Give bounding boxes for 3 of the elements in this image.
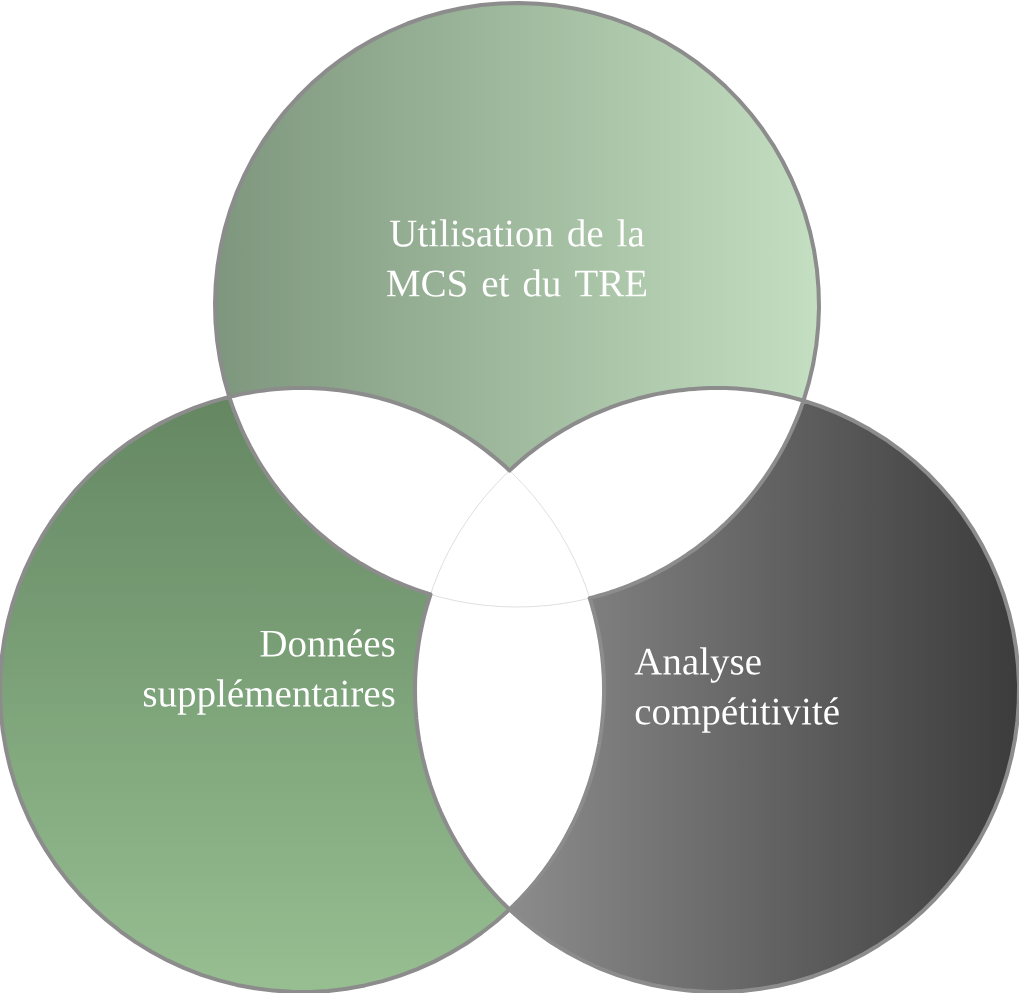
venn-crescent: Données supplémentaires	[0, 394, 512, 993]
venn-crescent: Utilisation de la MCS et du TRE	[213, 1, 821, 473]
venn-crescent: Analyse compétitivité	[507, 398, 1019, 993]
